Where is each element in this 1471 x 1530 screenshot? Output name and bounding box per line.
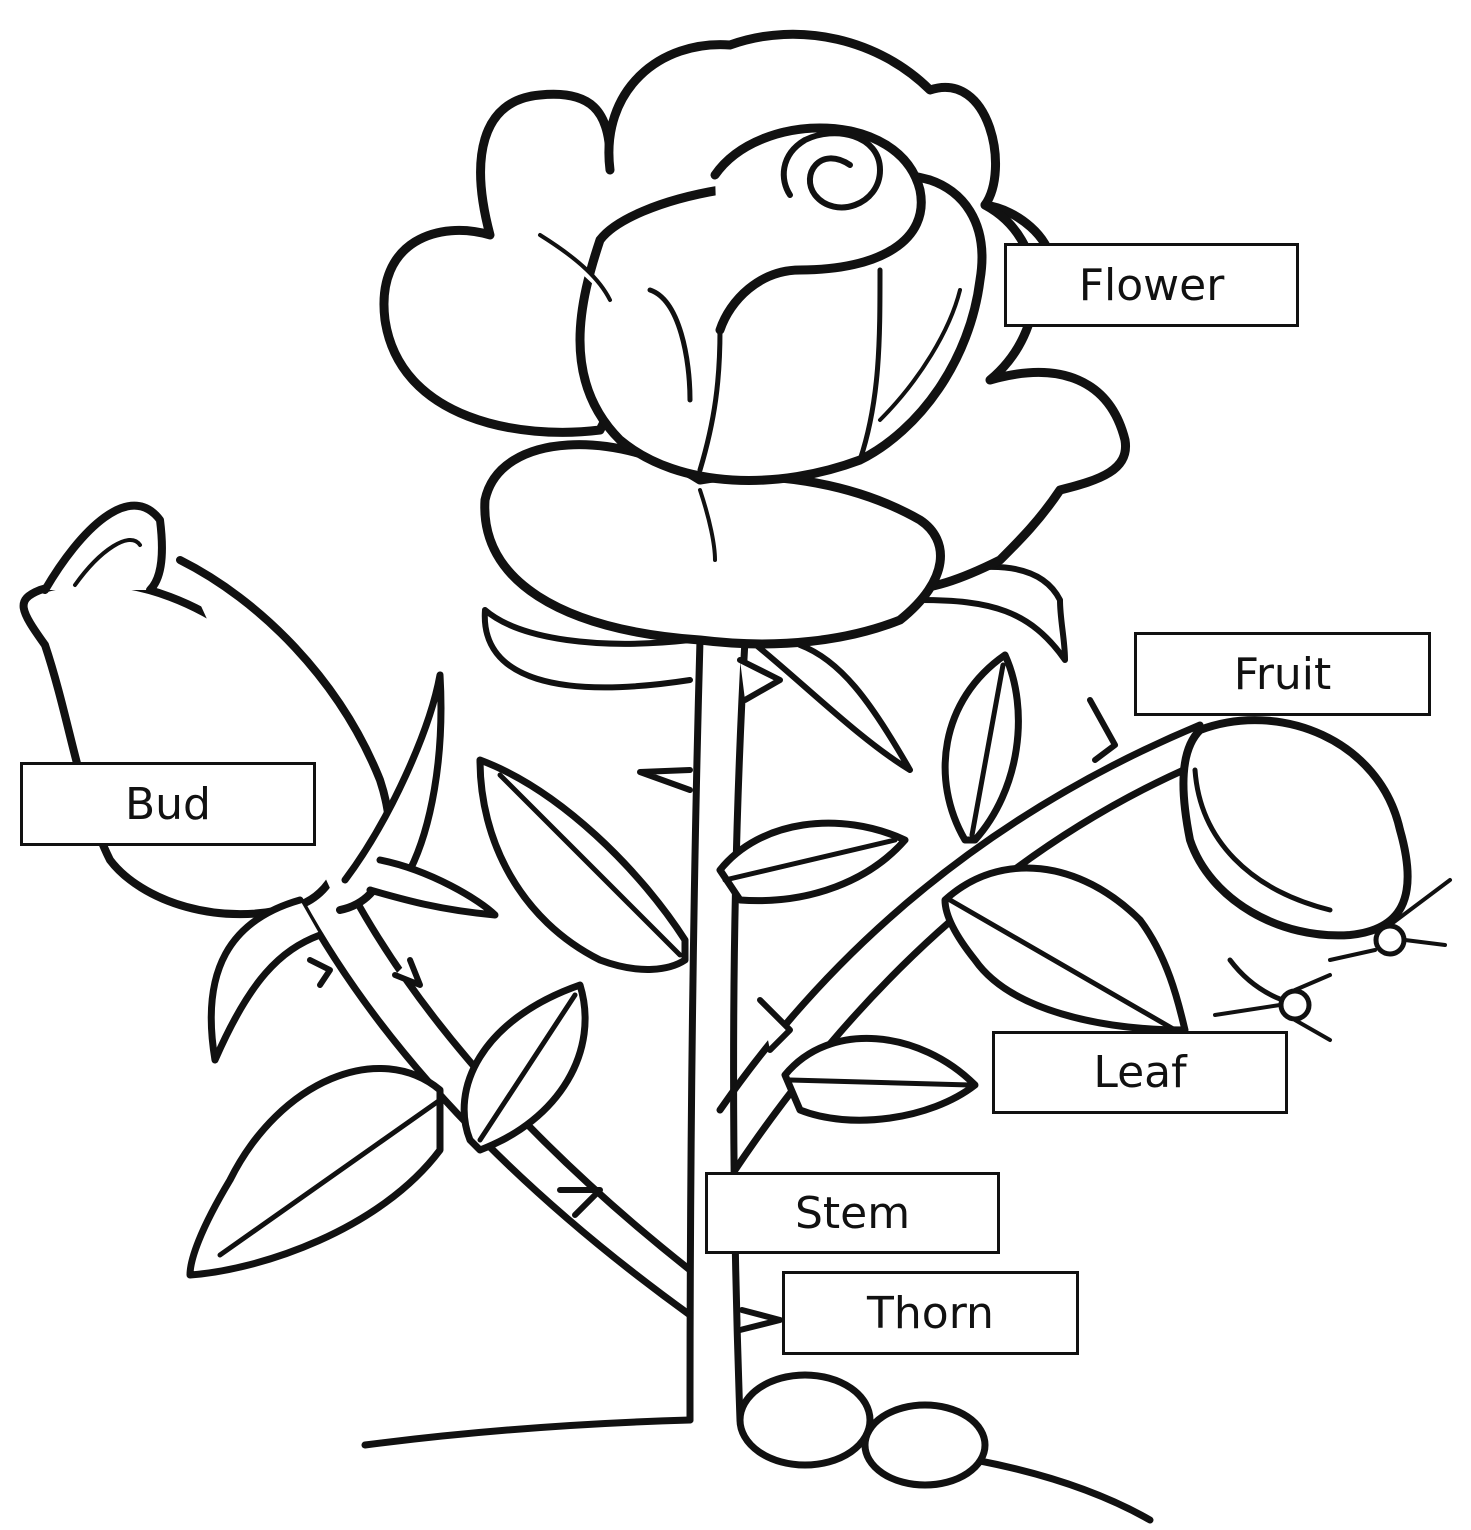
bud-drawing [24, 506, 390, 915]
flower-drawing [384, 34, 1126, 644]
label-stem: Stem [705, 1172, 1000, 1254]
label-thorn: Thorn [782, 1271, 1079, 1355]
pebbles [740, 1375, 985, 1485]
label-flower: Flower [1004, 243, 1299, 327]
label-leaf: Leaf [992, 1031, 1288, 1114]
fruit-drawing [1183, 720, 1450, 1040]
label-fruit: Fruit [1134, 632, 1431, 716]
label-bud: Bud [20, 762, 316, 846]
main-stem [690, 640, 745, 1420]
